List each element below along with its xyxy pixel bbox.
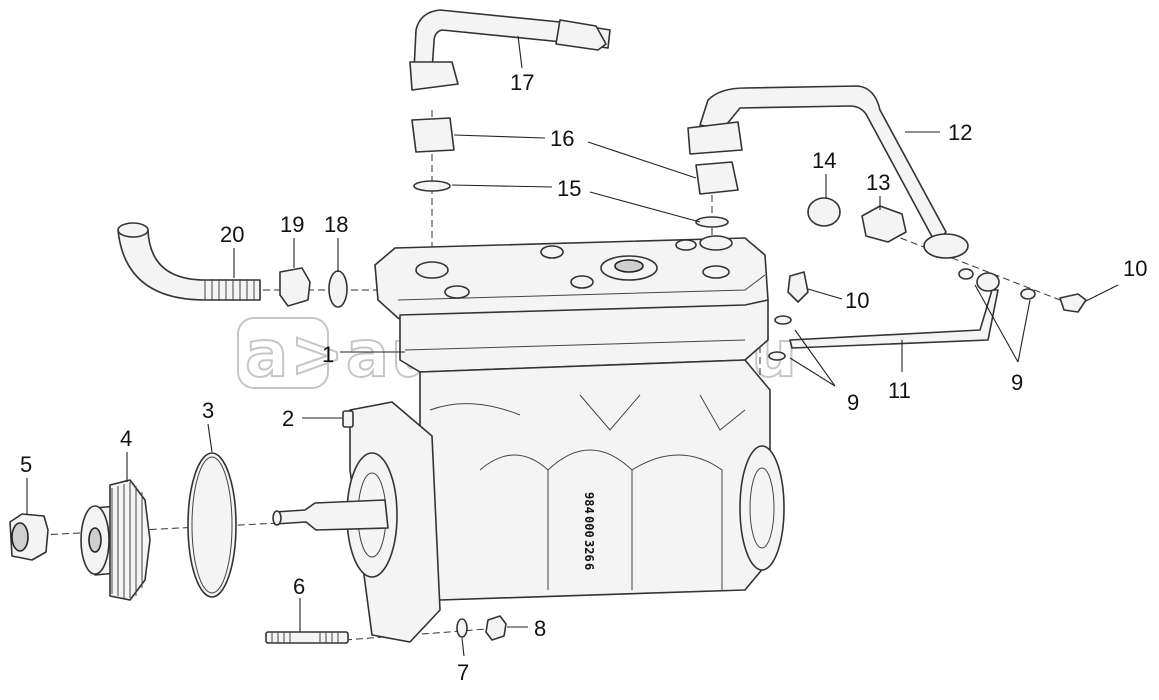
nut-5 (9, 513, 49, 561)
o-ring-3 (187, 452, 237, 598)
serial-part-1: 984 (582, 492, 596, 514)
callout-14: 14 (812, 148, 836, 173)
serial-part-3: 326 (582, 540, 596, 562)
serial-part-4: 6 (582, 563, 596, 570)
banjo-bolt-10-left (787, 271, 809, 303)
callout-20: 20 (220, 222, 244, 247)
leader-lines (26, 35, 1119, 657)
washer-9-d (1020, 288, 1036, 300)
compressor-body: 984 000 326 6 (272, 235, 785, 643)
pipe-12 (687, 85, 969, 259)
callout-18: 18 (324, 212, 348, 237)
stud-bolt-2 (342, 410, 354, 428)
callouts: 1 2 3 4 5 6 7 8 9 9 10 10 11 12 13 14 15… (20, 70, 1147, 685)
nut-8 (485, 615, 507, 641)
union-fitting-16-left (411, 117, 455, 153)
callout-12: 12 (948, 120, 972, 145)
washer-9-c (958, 268, 974, 280)
callout-11: 11 (888, 378, 911, 403)
washer-9-a (774, 315, 792, 325)
callout-8: 8 (534, 616, 546, 641)
callout-15: 15 (557, 176, 581, 201)
drive-gear-4 (80, 479, 151, 601)
callout-16: 16 (550, 126, 574, 151)
pipe-17 (409, 9, 611, 91)
washer-14 (807, 197, 841, 227)
callout-4: 4 (120, 426, 132, 451)
gasket-18 (328, 270, 348, 308)
serial-marking: 984 000 326 6 (582, 492, 596, 570)
callout-13: 13 (866, 170, 890, 195)
serial-part-2: 000 (582, 516, 596, 538)
callout-6: 6 (293, 574, 305, 599)
callout-10-right: 10 (1123, 256, 1147, 281)
callout-10-left: 10 (845, 288, 869, 313)
callout-7: 7 (457, 660, 469, 685)
callout-3: 3 (202, 398, 214, 423)
stud-6 (265, 631, 349, 644)
nut-13 (861, 205, 907, 243)
callout-9-right: 9 (1011, 370, 1023, 395)
union-fitting-16-right (695, 161, 739, 195)
seal-15-left (413, 180, 451, 192)
callout-2: 2 (282, 406, 294, 431)
callout-1: 1 (322, 342, 334, 367)
banjo-bolt-10-right (1059, 293, 1087, 313)
hose-elbow-20 (117, 222, 261, 301)
callout-17: 17 (510, 70, 534, 95)
seal-15-right (695, 216, 729, 228)
washer-7 (456, 618, 468, 638)
callout-19: 19 (280, 212, 304, 237)
pipe-11 (789, 289, 999, 349)
callout-5: 5 (20, 452, 32, 477)
nut-19 (279, 267, 311, 307)
washer-9-b (768, 351, 786, 361)
callout-9-left: 9 (847, 390, 859, 415)
